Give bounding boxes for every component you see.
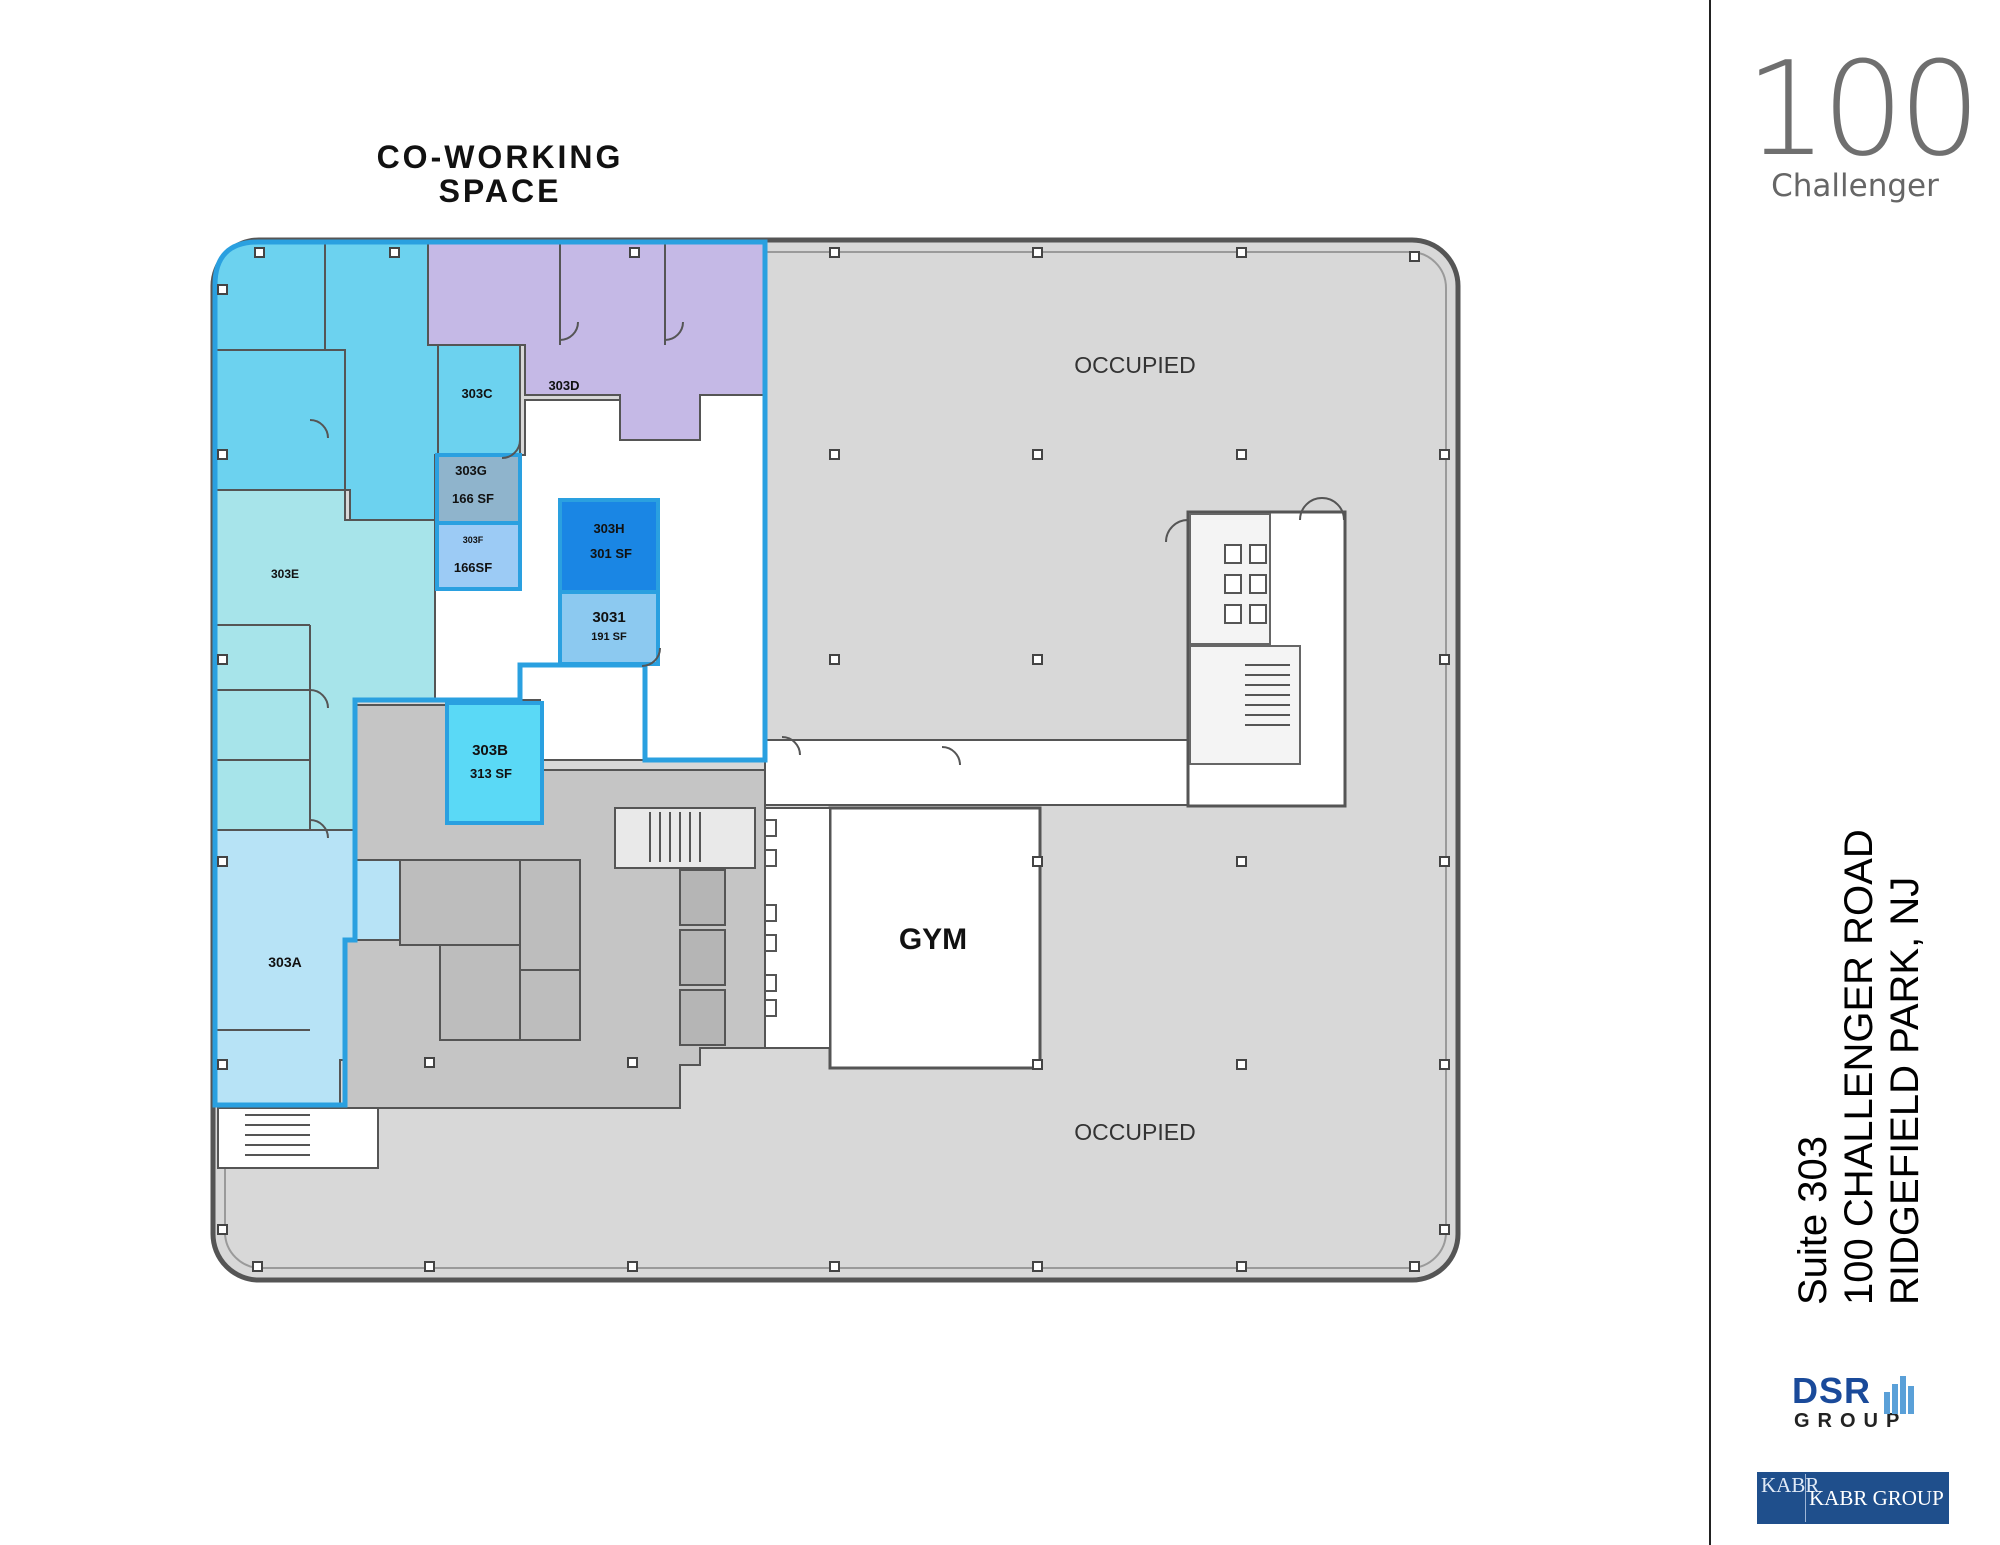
room-303h-area: 301 SF bbox=[590, 546, 632, 561]
kabr-logo-text: KABR GROUP bbox=[1809, 1486, 1944, 1510]
brand-number: 100 bbox=[1745, 33, 1981, 185]
coworking-heading-line1: CO-WORKING bbox=[376, 139, 624, 175]
fixtures-east bbox=[1224, 544, 1267, 624]
room-303e-name: 303E bbox=[271, 567, 299, 581]
office-dividers-west bbox=[215, 624, 311, 830]
gym-room bbox=[828, 806, 1042, 1070]
room-303c bbox=[437, 344, 521, 456]
gym-label: GYM bbox=[899, 923, 967, 956]
room-303f-name: 303F bbox=[463, 535, 484, 545]
sidebar-divider bbox=[1709, 0, 1711, 1545]
building-icon bbox=[1884, 1376, 1914, 1414]
room-3031-area: 191 SF bbox=[591, 631, 627, 643]
room-303h bbox=[558, 498, 660, 594]
room-303a-name: 303A bbox=[268, 954, 301, 970]
room-303g-name: 303G bbox=[455, 463, 487, 478]
brand-logo: 100 Challenger bbox=[1745, 33, 1981, 204]
stair-treads-east bbox=[1245, 664, 1290, 726]
kabr-monogram: KABR bbox=[1761, 1474, 1819, 1522]
office-nw-1 bbox=[214, 349, 346, 491]
address-block: Suite 303 100 CHALLENGER ROAD RIDGEFIELD… bbox=[1790, 665, 1930, 1305]
brand-name: Challenger bbox=[1771, 168, 1939, 204]
stair-treads-sw bbox=[245, 1114, 310, 1156]
dsr-logo-sub: GROUP bbox=[1794, 1410, 1908, 1432]
room-303g-area: 166 SF bbox=[452, 491, 494, 506]
address-city: RIDGEFIELD PARK, NJ bbox=[1883, 876, 1927, 1305]
floor-plan: OCCUPIED OCCUPIED GYM 303C 303D 303E 303… bbox=[210, 237, 1461, 1283]
room-303c-name: 303C bbox=[461, 386, 493, 401]
suite-boundary bbox=[212, 239, 768, 1108]
office-dividers-north bbox=[324, 242, 666, 350]
coworking-heading: CO-WORKING SPACE bbox=[340, 140, 660, 208]
kabr-group-logo: KABR KABR GROUP bbox=[1757, 1472, 1949, 1524]
stair-treads-core bbox=[649, 812, 701, 862]
columns bbox=[217, 247, 1450, 1272]
occupied-label-south: OCCUPIED bbox=[1074, 1119, 1195, 1145]
room-3031 bbox=[558, 590, 660, 666]
room-3031-name: 3031 bbox=[592, 609, 625, 626]
stair-core bbox=[614, 807, 756, 869]
core-rooms bbox=[399, 859, 581, 1041]
stair-southwest bbox=[217, 1107, 379, 1169]
room-303b bbox=[445, 701, 544, 825]
door-swings bbox=[309, 321, 1345, 839]
address-street: 100 CHALLENGER ROAD bbox=[1837, 829, 1881, 1305]
dsr-logo-main: DSR bbox=[1792, 1370, 1872, 1411]
coworking-heading-line2: SPACE bbox=[438, 173, 562, 209]
address-suite: Suite 303 bbox=[1791, 1135, 1835, 1305]
room-303h-name: 303H bbox=[593, 521, 624, 536]
elevators bbox=[679, 869, 726, 1046]
dsr-group-logo: DSR GROUP bbox=[1790, 1370, 1930, 1436]
room-303d-name: 303D bbox=[548, 378, 579, 393]
occupied-label-north: OCCUPIED bbox=[1074, 352, 1195, 378]
room-303f-area: 166SF bbox=[454, 560, 492, 575]
room-303b-name: 303B bbox=[472, 742, 508, 759]
room-303f bbox=[435, 521, 522, 591]
room-303b-area: 313 SF bbox=[470, 766, 512, 781]
